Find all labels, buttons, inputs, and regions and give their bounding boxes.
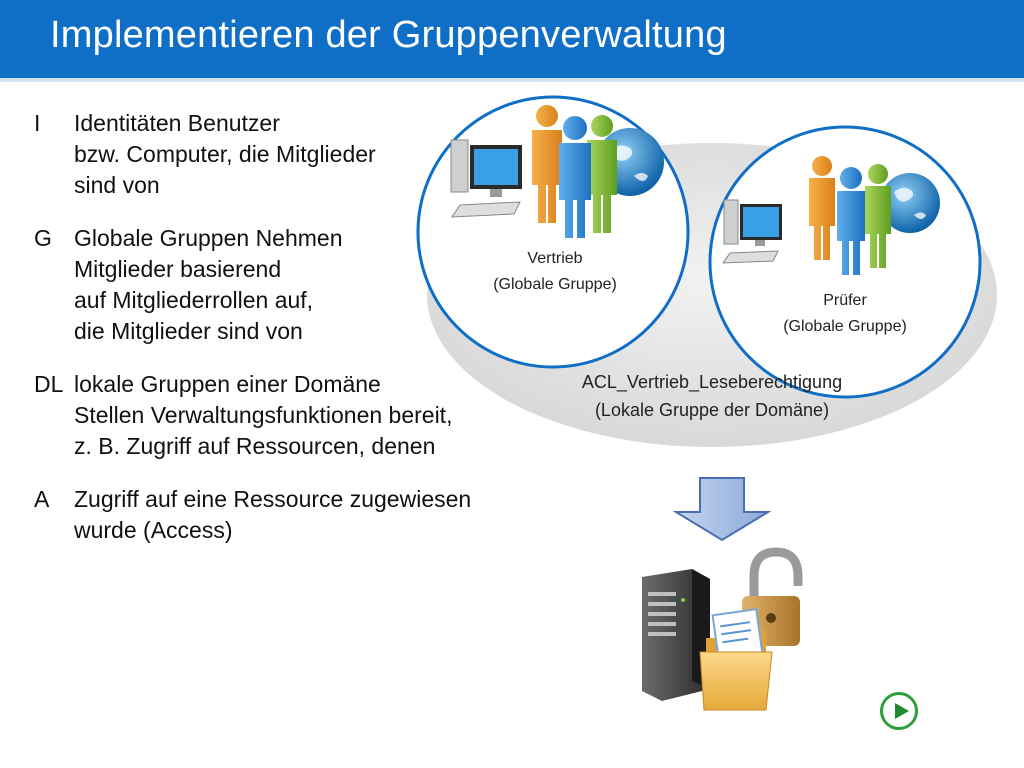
definition-line: wurde (Access) <box>74 517 233 543</box>
group-name: Vertrieb <box>527 250 583 267</box>
definition-g: G Globale Gruppen Nehmen Mitglieder basi… <box>34 223 514 347</box>
definition-dl: DL lokale Gruppen einer Domäne Stellen V… <box>34 369 514 462</box>
definition-list: I Identitäten Benutzer bzw. Computer, di… <box>34 108 514 568</box>
definition-line: lokale Gruppen einer Domäne <box>74 371 381 397</box>
definition-key: DL <box>34 371 64 397</box>
definition-text: lokale Gruppen einer Domäne Stellen Verw… <box>74 369 452 462</box>
definition-text: Identitäten Benutzer bzw. Computer, die … <box>74 108 376 201</box>
definition-line: Globale Gruppen Nehmen <box>74 225 343 251</box>
definition-line: auf Mitgliederrollen auf, <box>74 287 314 313</box>
definition-i: I Identitäten Benutzer bzw. Computer, di… <box>34 108 514 201</box>
page-title: Implementieren der Gruppenverwaltung <box>50 14 727 56</box>
people-group-icon <box>532 105 617 238</box>
definition-text: Globale Gruppen Nehmen Mitglieder basier… <box>74 223 343 347</box>
definition-line: z. B. Zugriff auf Ressourcen, denen <box>74 433 436 459</box>
definition-text: Zugriff auf eine Ressource zugewiesen wu… <box>74 484 471 546</box>
people-group-icon <box>809 156 891 275</box>
definition-line: die Mitglieder sind von <box>74 318 303 344</box>
title-bar: Implementieren der Gruppenverwaltung <box>0 0 1024 82</box>
group-type: (Globale Gruppe) <box>783 318 907 335</box>
definition-key: I <box>34 110 41 136</box>
group-name: Prüfer <box>823 292 867 309</box>
computer-icon <box>722 199 782 264</box>
definition-line: Zugriff auf eine Ressource zugewiesen <box>74 486 472 512</box>
definition-key: A <box>34 486 50 512</box>
group-type: (Globale Gruppe) <box>493 276 617 293</box>
definition-line: sind von <box>74 172 160 198</box>
definition-line: bzw. Computer, die Mitglieder <box>74 141 376 167</box>
definition-line: Stellen Verwaltungsfunktionen bereit, <box>74 402 453 428</box>
server-icon <box>642 569 710 701</box>
definition-a: A Zugriff auf eine Ressource zugewiesen … <box>34 484 514 546</box>
group-type: (Lokale Gruppe der Domäne) <box>594 400 830 420</box>
down-arrow-icon <box>672 477 772 542</box>
group-name: ACL_Vertrieb_Leseberechtigung <box>581 372 843 392</box>
pruefer-group-label: Prüfer (Globale Gruppe) <box>745 288 945 340</box>
play-icon[interactable] <box>880 692 918 730</box>
definition-key: G <box>34 225 52 251</box>
acl-group-label: ACL_Vertrieb_Leseberechtigung (Lokale Gr… <box>552 368 872 424</box>
definition-line: Identitäten Benutzer <box>74 110 280 136</box>
folder-icon <box>699 608 773 711</box>
globe-icon <box>880 173 940 233</box>
vertrieb-group-label: Vertrieb (Globale Gruppe) <box>455 246 655 298</box>
computer-icon <box>450 139 522 218</box>
definition-line: Mitglieder basierend <box>74 256 282 282</box>
